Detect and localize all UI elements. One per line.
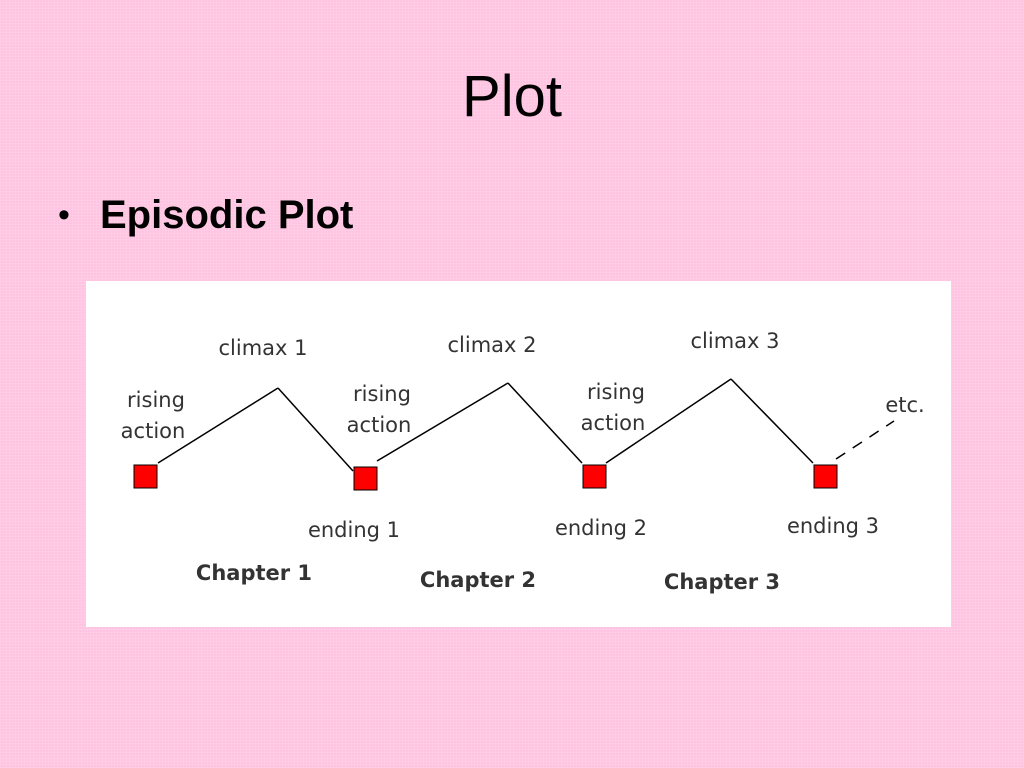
diagram-canvas: climax 1 climax 2 climax 3 rising action… bbox=[121, 329, 925, 594]
etc-dashed-line bbox=[835, 420, 895, 460]
etc-label: etc. bbox=[885, 393, 924, 417]
ending-3-marker bbox=[813, 464, 838, 489]
falling-line-2 bbox=[507, 382, 583, 464]
ending-1-marker bbox=[353, 466, 378, 491]
ending-2-label: ending 2 bbox=[555, 516, 647, 540]
climax-1-label: climax 1 bbox=[218, 336, 307, 360]
falling-line-1 bbox=[277, 387, 354, 472]
chapter-3-label: Chapter 3 bbox=[664, 570, 780, 594]
rising-action-3-label-top: rising bbox=[587, 380, 645, 404]
bullet-text: Episodic Plot bbox=[100, 192, 354, 237]
ending-1-label: ending 1 bbox=[308, 518, 400, 542]
rising-action-2-label-bottom: action bbox=[347, 413, 412, 437]
rising-action-1-label-top: rising bbox=[127, 388, 185, 412]
rising-action-1-label-bottom: action bbox=[121, 419, 186, 443]
chapter-2-label: Chapter 2 bbox=[420, 568, 536, 592]
ending-2-marker bbox=[582, 464, 607, 489]
climax-3-label: climax 3 bbox=[690, 329, 779, 353]
rising-line-2 bbox=[376, 382, 509, 462]
episodic-plot-diagram: climax 1 climax 2 climax 3 rising action… bbox=[86, 281, 951, 627]
slide-title: Plot bbox=[462, 64, 562, 129]
rising-action-3-label-bottom: action bbox=[581, 411, 646, 435]
rising-action-2-label-top: rising bbox=[353, 382, 411, 406]
start-marker bbox=[133, 464, 158, 489]
rising-line-1 bbox=[157, 387, 279, 464]
chapter-1-label: Chapter 1 bbox=[196, 561, 312, 585]
bullet-dot-icon: • bbox=[58, 195, 70, 234]
bullet-item: • Episodic Plot bbox=[58, 190, 353, 240]
rising-line-3 bbox=[605, 378, 732, 464]
climax-2-label: climax 2 bbox=[447, 333, 536, 357]
ending-3-label: ending 3 bbox=[787, 514, 879, 538]
falling-line-3 bbox=[730, 378, 814, 464]
